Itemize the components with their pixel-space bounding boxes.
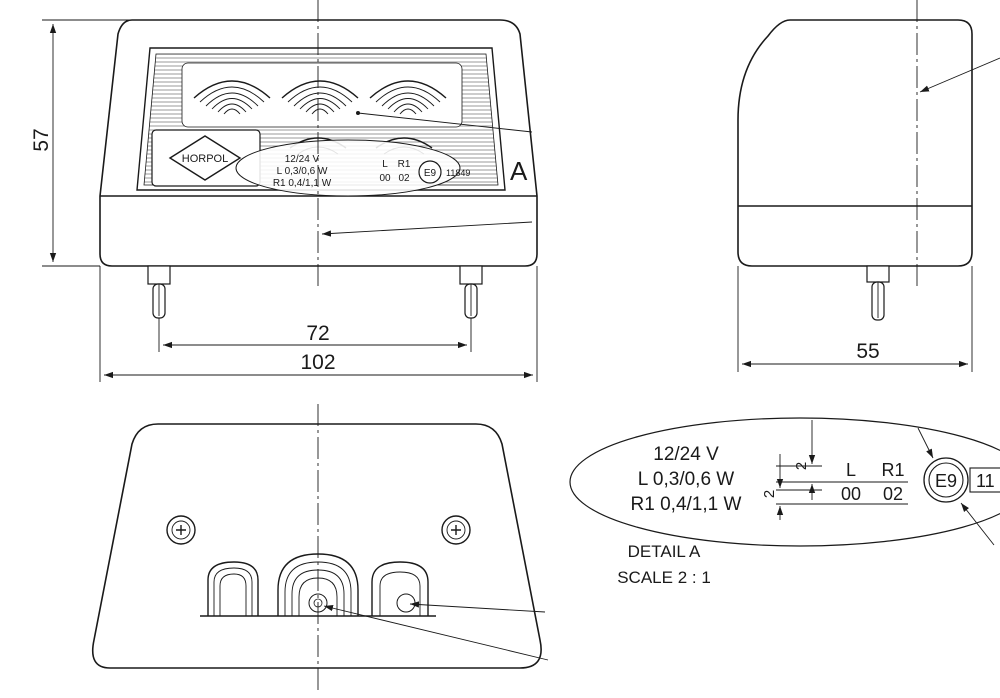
rear-view-lamp-right <box>371 561 429 616</box>
dim-height-value: 57 <box>30 128 53 151</box>
detail-func-r1: R1 <box>881 460 904 480</box>
detail-r1-power: R1 0,4/1,1 W <box>631 494 742 515</box>
rear-view-housing <box>91 423 542 669</box>
detail-code-l: 00 <box>841 484 861 504</box>
rear-view-leader-center <box>323 605 549 661</box>
dim-depth-value: 55 <box>856 340 879 363</box>
detail-text-height-2: 2 <box>761 490 778 498</box>
front-view-lens-window <box>181 62 463 128</box>
front-view-optics-upper <box>193 80 447 115</box>
approval-number: 11849 <box>446 168 470 178</box>
detail-title: DETAIL A <box>628 542 701 561</box>
horpol-logo-diamond-icon <box>168 135 242 181</box>
detail-code-r1: 02 <box>883 484 903 504</box>
rear-view-leader-right <box>409 601 546 613</box>
marking-func-r1: R1 <box>398 159 411 170</box>
dim-pin-spacing-value: 72 <box>306 322 329 345</box>
approval-mark: E9 <box>424 168 437 179</box>
rear-view-lamp-left <box>207 561 259 616</box>
detail-func-l: L <box>846 460 856 480</box>
leader-housing <box>321 221 533 237</box>
detail-reference-label: A <box>510 156 528 186</box>
brand-logo-text: HORPOL <box>182 153 228 165</box>
side-view: 55 <box>737 0 1000 372</box>
detail-text-height-1: 2 <box>793 462 810 470</box>
marking-func-l: L <box>382 159 388 170</box>
detail-approval-number: 11 <box>976 471 995 491</box>
detail-approval-mark: E9 <box>935 471 957 491</box>
rear-view-screw-right-icon <box>441 515 471 545</box>
side-view-pin <box>866 265 890 321</box>
marking-code-l: 00 <box>379 173 391 184</box>
rear-view-screw-left-icon <box>166 515 196 545</box>
detail-approval-leader-top <box>917 427 934 459</box>
front-view-pin-left <box>147 265 171 319</box>
marking-ellipse <box>235 139 461 197</box>
leader-lens <box>357 112 533 133</box>
approval-mark-circle-icon <box>418 160 442 184</box>
rear-view <box>91 404 549 690</box>
side-view-leader <box>919 57 1000 93</box>
dim-overall-width-value: 102 <box>300 351 335 374</box>
marking-r1-power: R1 0,4/1,1 W <box>273 178 332 189</box>
detail-voltage: 12/24 V <box>653 444 719 465</box>
front-view-pin-right <box>459 265 483 319</box>
marking-voltage: 12/24 V <box>285 154 320 165</box>
detail-approval-inner-circle-icon <box>928 462 964 498</box>
detail-scale: SCALE 2 : 1 <box>617 568 711 587</box>
marking-l-power: L 0,3/0,6 W <box>277 166 328 177</box>
detail-l-power: L 0,3/0,6 W <box>638 469 735 490</box>
detail-approval-leader-bottom <box>960 502 995 546</box>
detail-approval-number-box <box>969 467 1000 493</box>
front-view-lens-frame <box>136 47 506 191</box>
side-view-housing <box>737 19 973 267</box>
front-view: HORPOL 12/24 V L 0,3/0,6 W R1 0,4/1,1 W … <box>30 0 538 382</box>
detail-a: 12/24 V L 0,3/0,6 W R1 0,4/1,1 W 2 2 L R… <box>569 417 1000 587</box>
marking-code-r1: 02 <box>398 173 410 184</box>
